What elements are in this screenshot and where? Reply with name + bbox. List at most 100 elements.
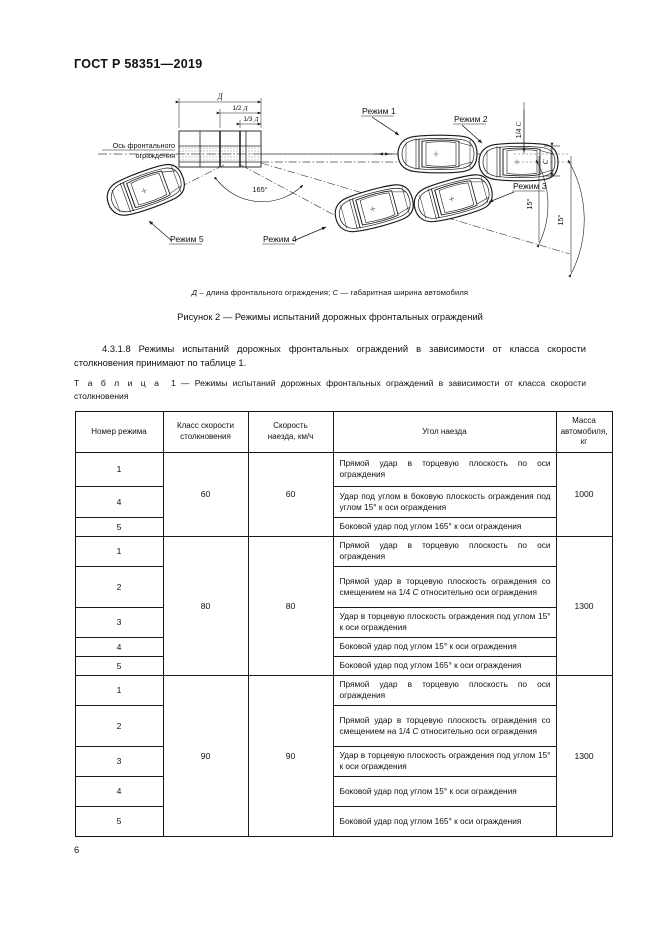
svg-text:1/3 Д: 1/3 Д [243,116,259,123]
col-header-impact-speed: Скорость наезда, км/ч [247,411,334,453]
figure-note-mid: – длина фронтального ограждения; [197,288,333,297]
cell-impact-angle: Прямой удар в торцевую плоскость по оси … [332,451,557,487]
table-row: 1 80 80 Прямой удар в торцевую плоскость… [74,535,613,676]
cell-impact-speed: 60 [247,451,334,537]
cell-impact-angle: Прямой удар в торцевую плоскость по оси … [332,535,557,567]
cell-impact-angle: Удар в торцевую плоскость ограждения под… [332,606,557,638]
page-number: 6 [74,844,80,855]
col-header-impact-speed-line1: Скорость [273,421,308,431]
cell-mode-number: 2 [74,704,164,747]
dimension-quarter-c: 1/4 С [514,102,569,163]
svg-text:Ось фронтального: Ось фронтального [113,141,175,150]
cell-impact-angle: Боковой удар под углом 15° к оси огражде… [332,636,557,657]
cell-impact-speed: 90 [247,674,334,837]
figure-note-end: — габаритная ширина автомобиля [338,288,469,297]
col-header-mass: Масса автомобиля, кг [555,411,613,453]
table-row: 4 Боковой удар под углом 15° к оси ограж… [74,775,612,807]
svg-text:Режим 3: Режим 3 [513,181,547,191]
svg-text:1/2 Д: 1/2 Д [232,105,248,112]
svg-text:ограждения: ограждения [136,151,176,160]
cell-impact-angle: Удар под углом в боковую плоскость ограж… [332,485,557,518]
cell-impact-angle: Боковой удар под углом 165° к оси огражд… [332,516,557,537]
cell-impact-angle: Боковой удар под углом 165° к оси огражд… [332,655,557,676]
cell-impact-angle: Прямой удар в торцевую плоскость по оси … [332,674,557,706]
table-row: 2 Прямой удар в торцевую плоскость ограж… [74,565,612,608]
cell-mode-number: 4 [74,636,164,657]
standard-header: ГОСТ Р 58351—2019 [74,57,203,71]
car-mode-4 [330,179,418,238]
cell-mode-number: 3 [74,745,164,777]
clause-4-3-1-8: 4.3.1.8 Режимы испытаний дорожных фронта… [74,343,586,368]
frontal-barrier-block [178,130,262,168]
label-mode-5: Режим 5 [148,220,204,245]
svg-text:Режим 1: Режим 1 [362,106,396,116]
label-mode-4: Режим 4 [262,226,327,245]
table-row: 4 Боковой удар под углом 15° к оси ограж… [74,636,612,657]
cell-mass: 1000 [555,451,613,537]
car-mode-5 [101,158,190,223]
col-header-speed-class-line2: столкновения [180,431,231,441]
cell-impact-angle: Прямой удар в торцевую плоскость огражде… [332,565,557,608]
dimension-c: С [541,142,560,177]
label-mode-1: Режим 1 [361,106,400,136]
table-header-row: Номер режима Класс скорости столкновения… [74,411,613,453]
cell-mode-number: 5 [74,805,164,837]
table-row: 5 Боковой удар под углом 165° к оси огра… [74,516,612,537]
dimension-third-d: 1/3 Д [236,116,262,128]
col-header-speed-class: Класс скорости столкновения [162,411,249,453]
table-title: Т а б л и ц а 1 — Режимы испытаний дорож… [74,377,586,402]
svg-text:Режим 5: Режим 5 [170,234,204,244]
col-header-impact-speed-line2: наезда, км/ч [267,431,314,441]
table-row: 3 Удар в торцевую плоскость ограждения п… [74,745,612,777]
cell-impact-angle: Прямой удар в торцевую плоскость огражде… [332,704,557,747]
table-row: 3 Удар в торцевую плоскость ограждения п… [74,606,612,638]
cell-mode-number: 3 [74,606,164,638]
svg-text:1/4 С: 1/4 С [515,121,523,138]
figure-note-symbol-c: С [332,288,339,297]
label-mode-2: Режим 2 [453,114,488,144]
cell-mode-number: 2 [74,565,164,608]
cell-mode-number: 1 [74,535,164,567]
figure-2-diagram: Д 1/2 Д 1/3 Д Ось фронтального ограждени… [74,84,586,280]
svg-text:15°: 15° [525,198,534,209]
cell-speed-class: 80 [162,535,249,676]
cell-mode-number: 4 [74,775,164,807]
cell-mode-number: 1 [74,451,164,487]
cell-mode-number: 1 [74,674,164,706]
cell-mass: 1300 [555,535,613,676]
svg-text:Режим 2: Режим 2 [454,114,488,124]
car-mode-3 [409,169,497,228]
cell-mode-number: 5 [74,516,164,537]
svg-text:165°: 165° [252,185,267,194]
col-header-mass-line2: автомобиля, кг [560,426,608,447]
svg-text:С: С [541,159,550,165]
table-row: 4 Удар под углом в боковую плоскость огр… [74,485,612,518]
cell-impact-angle: Боковой удар под углом 15° к оси огражде… [332,775,557,807]
cell-mode-number: 4 [74,485,164,518]
table-row: 5 Боковой удар под углом 165° к оси огра… [74,655,612,676]
svg-text:Режим 4: Режим 4 [263,234,297,244]
col-header-speed-class-line1: Класс скорости [176,421,235,431]
svg-text:15°: 15° [556,214,565,225]
cell-impact-angle: Боковой удар под углом 165° к оси огражд… [332,805,557,837]
figure-caption: Рисунок 2 — Режимы испытаний дорожных фр… [177,311,483,322]
cell-impact-speed: 80 [247,535,334,676]
cell-mode-number: 5 [74,655,164,676]
table-body: 1 60 60 Прямой удар в торцевую плоскость… [74,451,613,837]
table-title-keyword: Т а б л и ц а [74,378,161,388]
table-row: 2 Прямой удар в торцевую плоскость ограж… [74,704,612,747]
dimension-half-d: 1/2 Д [216,105,262,128]
cell-impact-angle: Удар в торцевую плоскость ограждения под… [332,745,557,777]
svg-text:Д: Д [216,92,223,101]
dimension-15-degree-b: 15° [556,156,585,278]
table-row: 1 90 90 Прямой удар в торцевую плоскость… [74,674,613,837]
col-header-impact-angle: Угол наезда [332,411,557,453]
figure-note-symbol-d: Д [191,288,198,297]
table-row: 1 60 60 Прямой удар в торцевую плоскость… [74,451,613,537]
barrier-axis-label: Ось фронтального ограждения [102,141,175,160]
table-1-test-modes: Номер режима Класс скорости столкновения… [74,411,613,837]
col-header-mass-line1: Масса [572,416,596,425]
cell-speed-class: 60 [162,451,249,537]
table-title-text: 1 — Режимы испытаний дорожных фронтальны… [74,378,586,401]
